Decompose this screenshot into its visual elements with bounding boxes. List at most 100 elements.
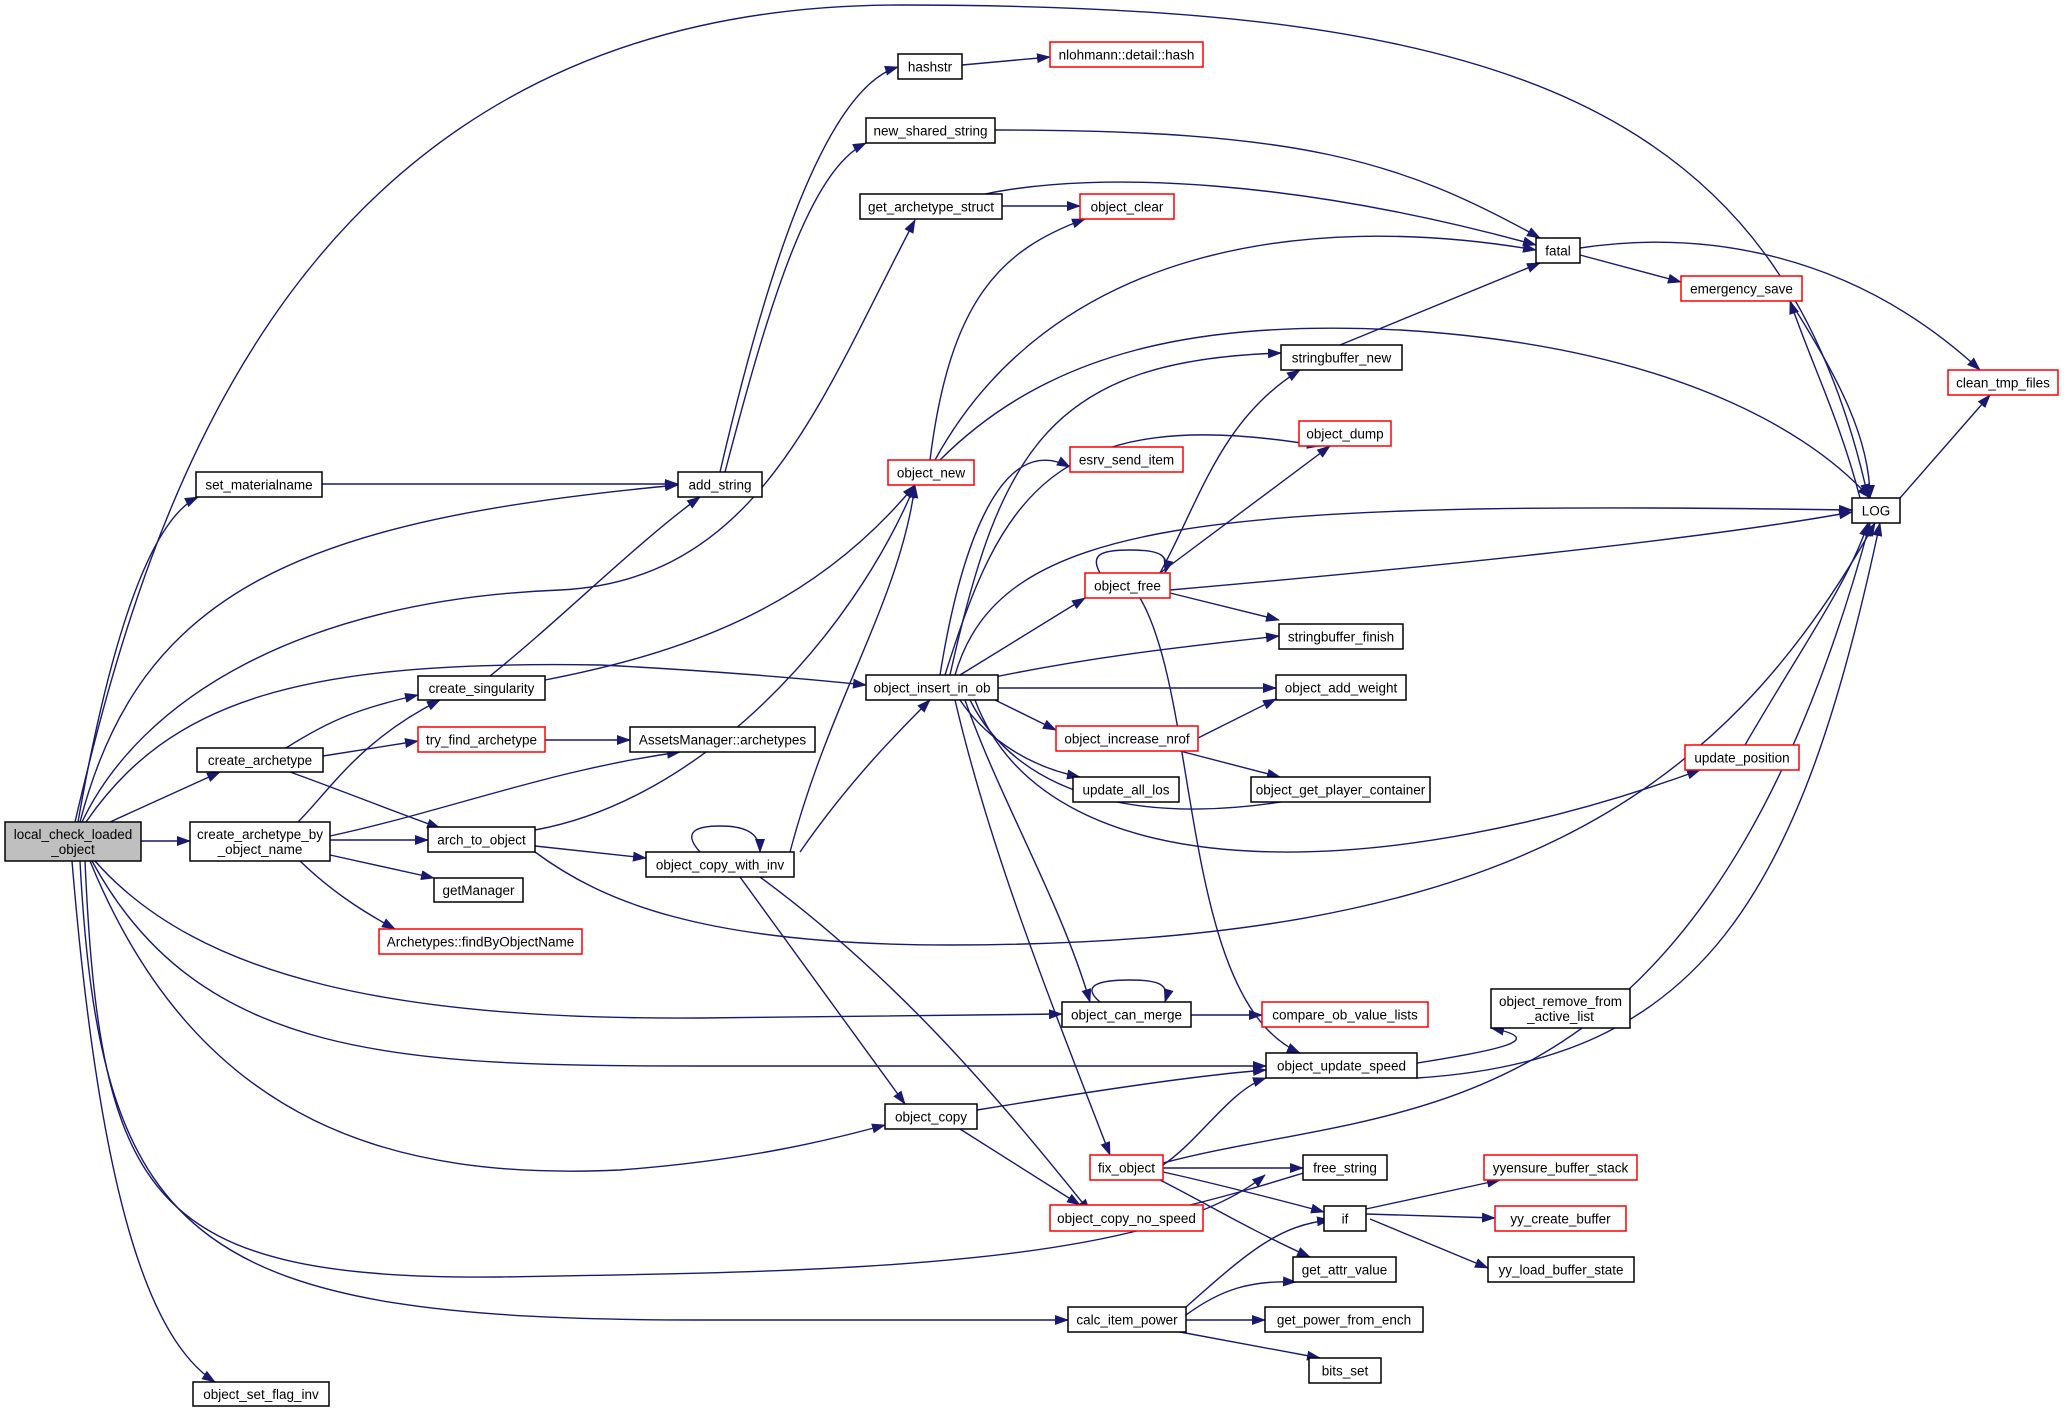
node-box — [1061, 1001, 1192, 1028]
call-edge — [84, 860, 1266, 1278]
node-box — [859, 193, 1003, 220]
call-edge — [329, 854, 435, 881]
call-edge — [1185, 1276, 1297, 1316]
node-box — [1308, 1357, 1382, 1384]
function-node-set-materialname[interactable]: set_materialname — [195, 471, 323, 498]
function-node-update-position[interactable]: update_position — [1684, 744, 1800, 771]
function-node-yy-load-buffer-state[interactable]: yy_load_buffer_state — [1487, 1256, 1635, 1283]
node-label: clean_tmp_files — [1956, 376, 2050, 391]
function-node-fix-object[interactable]: fix_object — [1089, 1154, 1164, 1181]
function-node-compare-ob-value-lists[interactable]: compare_ob_value_lists — [1261, 1001, 1429, 1028]
function-node-emergency-save[interactable]: emergency_save — [1680, 275, 1803, 302]
function-node-create-singularity[interactable]: create_singularity — [417, 675, 546, 701]
function-node-archetypes-findbyobjectname[interactable]: Archetypes::findByObjectName — [378, 928, 583, 955]
function-node-object-can-merge[interactable]: object_can_merge — [1061, 1001, 1192, 1028]
function-node-object-increase-nrof[interactable]: object_increase_nrof — [1055, 725, 1199, 752]
call-edge — [1365, 1212, 1496, 1223]
node-label: object_copy_no_speed — [1057, 1211, 1196, 1226]
function-node-create-archetype[interactable]: create_archetype — [196, 747, 324, 773]
function-node-object-update-speed[interactable]: object_update_speed — [1265, 1052, 1418, 1079]
call-edge — [299, 860, 396, 930]
call-edge — [929, 218, 1086, 461]
call-edge — [297, 699, 441, 823]
function-node-nlohmann-detail-hash[interactable]: nlohmann::detail::hash — [1049, 41, 1204, 68]
function-node-get-attr-value[interactable]: get_attr_value — [1292, 1256, 1397, 1283]
node-label: AssetsManager::archetypes — [639, 733, 807, 748]
call-edge — [976, 1065, 1267, 1111]
function-node-root[interactable]: local_check_loaded_object — [4, 821, 142, 862]
node-box — [1494, 1205, 1627, 1232]
call-edge — [1579, 254, 1682, 284]
function-node-esrv-send-item[interactable]: esrv_send_item — [1069, 446, 1184, 473]
function-node-object-copy-no-speed[interactable]: object_copy_no_speed — [1049, 1204, 1204, 1232]
function-node-log[interactable]: LOG — [1851, 497, 1901, 524]
function-node-object-insert-in-ob[interactable]: object_insert_in_ob — [865, 674, 999, 701]
call-edge — [739, 876, 906, 1105]
function-node-object-add-weight[interactable]: object_add_weight — [1275, 674, 1407, 701]
function-node-clean-tmp-files[interactable]: clean_tmp_files — [1947, 369, 2059, 396]
function-node-if[interactable]: if — [1323, 1205, 1367, 1232]
call-edge — [954, 699, 1111, 1156]
node-box — [189, 821, 331, 862]
call-edge — [989, 632, 1280, 679]
function-node-object-copy-with-inv[interactable]: object_copy_with_inv — [645, 851, 795, 878]
function-node-object-clear[interactable]: object_clear — [1079, 193, 1175, 220]
node-box — [865, 117, 996, 144]
function-node-stringbuffer-finish[interactable]: stringbuffer_finish — [1278, 623, 1404, 650]
function-node-fatal[interactable]: fatal — [1535, 237, 1581, 264]
call-edge — [1197, 698, 1277, 739]
call-edge — [724, 142, 867, 473]
node-box — [677, 471, 763, 498]
node-label: object_free — [1094, 579, 1161, 594]
node-box — [1069, 446, 1184, 473]
node-label: object_dump — [1306, 427, 1383, 442]
node-box — [433, 877, 524, 903]
call-edge — [789, 484, 919, 853]
function-node-object-get-player-container[interactable]: object_get_player_container — [1250, 776, 1431, 803]
function-node-object-new[interactable]: object_new — [887, 459, 975, 486]
function-node-assetsmanager-archetypes[interactable]: AssetsManager::archetypes — [629, 726, 816, 753]
function-node-yyensure-buffer-stack[interactable]: yyensure_buffer_stack — [1483, 1154, 1638, 1181]
node-label: object_clear — [1091, 200, 1164, 215]
call-edge — [89, 860, 886, 1172]
function-node-new-shared-string[interactable]: new_shared_string — [865, 117, 996, 144]
node-box — [417, 726, 546, 753]
call-edge — [939, 327, 1871, 499]
node-box — [195, 471, 323, 498]
function-node-object-copy[interactable]: object_copy — [884, 1103, 978, 1130]
function-node-create-archetype-by-object-name[interactable]: create_archetype_by_object_name — [189, 821, 331, 862]
node-box — [629, 726, 816, 753]
function-node-bits-set[interactable]: bits_set — [1308, 1357, 1382, 1384]
function-node-get-archetype-struct[interactable]: get_archetype_struct — [859, 193, 1003, 220]
call-edge — [719, 65, 899, 473]
function-node-update-all-los[interactable]: update_all_los — [1072, 776, 1180, 803]
function-node-get-power-from-ench[interactable]: get_power_from_ench — [1264, 1306, 1424, 1333]
function-node-calc-item-power[interactable]: calc_item_power — [1067, 1306, 1187, 1333]
call-edge — [1095, 549, 1174, 574]
node-label: LOG — [1862, 504, 1891, 519]
function-node-object-dump[interactable]: object_dump — [1298, 420, 1392, 447]
function-node-yy-create-buffer[interactable]: yy_create_buffer — [1494, 1205, 1627, 1232]
node-box — [1067, 1306, 1187, 1333]
call-edge — [1162, 1077, 1267, 1166]
function-node-try-find-archetype[interactable]: try_find_archetype — [417, 726, 546, 753]
function-node-object-free[interactable]: object_free — [1084, 572, 1171, 599]
function-node-stringbuffer-new[interactable]: stringbuffer_new — [1280, 344, 1403, 371]
call-edge — [329, 748, 681, 837]
node-label: if — [1342, 1212, 1349, 1227]
node-box — [1265, 1052, 1418, 1079]
function-node-arch-to-object[interactable]: arch_to_object — [427, 826, 536, 853]
function-node-object-remove-from-active-list[interactable]: object_remove_from_active_list — [1490, 988, 1631, 1029]
function-node-object-set-flag-inv[interactable]: object_set_flag_inv — [192, 1381, 330, 1407]
call-edge — [74, 4, 1871, 823]
function-node-free-string[interactable]: free_string — [1302, 1154, 1388, 1181]
node-box — [1487, 1256, 1635, 1283]
call-edge — [691, 825, 765, 853]
call-edge — [1169, 592, 1280, 622]
node-label: update_position — [1694, 751, 1789, 766]
function-node-add-string[interactable]: add_string — [677, 471, 763, 498]
function-node-hashstr[interactable]: hashstr — [897, 53, 963, 80]
node-label: bits_set — [1322, 1364, 1369, 1379]
function-node-getmanager[interactable]: getManager — [433, 877, 524, 903]
